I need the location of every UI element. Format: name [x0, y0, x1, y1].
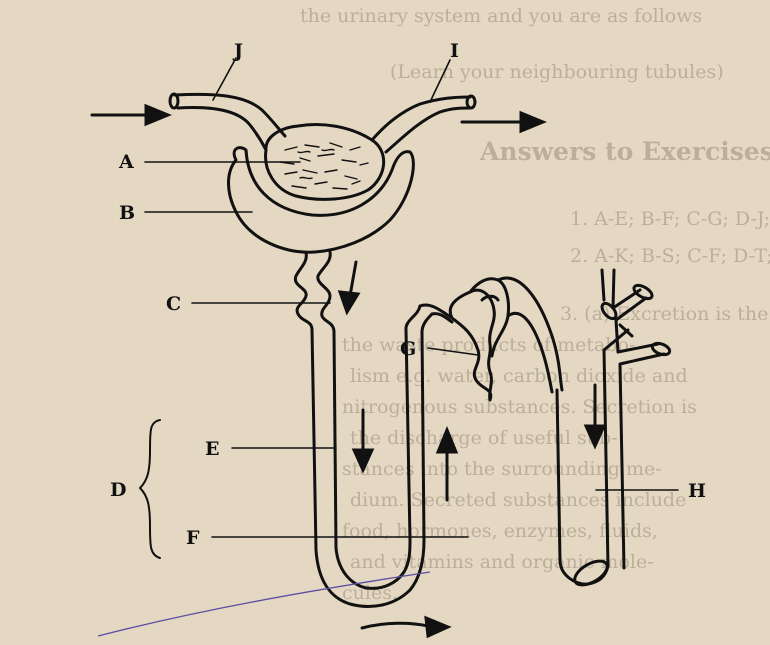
label-E: E	[205, 438, 219, 460]
arrow-out-head	[521, 113, 543, 131]
bg-para-line: dium. Secreted substances include	[350, 489, 686, 511]
bg-para-line: lism e.g. water, carbon dioxide and	[350, 365, 688, 387]
arrow-loop-curve	[362, 623, 428, 628]
label-C: C	[166, 293, 181, 315]
label-D: D	[110, 479, 126, 501]
bg-heading: Answers to Exercises	[479, 137, 770, 166]
label-F: F	[186, 527, 200, 549]
arrow-pct-line	[350, 262, 356, 296]
collecting-branch-low	[651, 341, 671, 357]
background-text: the urinary system and you are as follow…	[300, 5, 770, 604]
efferent-arteriole	[372, 97, 470, 152]
bg-answer-2: 2. A-K; B-S; C-F; D-T; E-Q	[570, 245, 770, 267]
arrow-pct-head	[340, 292, 358, 312]
label-G: G	[400, 338, 416, 360]
bg-answer-1: 1. A-E; B-F; C-G; D-J; E-J	[570, 208, 770, 230]
label-I: I	[450, 40, 459, 62]
arrow-loop-head	[426, 618, 448, 636]
bg-para-line: the discharge of useful sub-	[350, 427, 618, 449]
label-J: J	[232, 40, 243, 62]
bg-para-line: food, hormones, enzymes, fluids,	[342, 520, 658, 542]
leader-J	[213, 58, 236, 100]
collecting-branch-mid	[632, 283, 654, 302]
arrow-in-head	[146, 106, 168, 124]
glomerulus-capillaries	[280, 143, 368, 189]
bg-para-line: stances into the surrounding me-	[342, 458, 662, 480]
label-A: A	[118, 151, 134, 173]
brace-D	[140, 420, 160, 558]
label-H: H	[688, 480, 706, 502]
bg-para-line: nitrogenous substances. Secretion is	[342, 396, 697, 418]
bg-para-line: 3. (a) Excretion is the elimination of	[560, 303, 770, 325]
bg-line-1: the urinary system and you are as follow…	[300, 5, 702, 27]
label-B: B	[119, 202, 135, 224]
